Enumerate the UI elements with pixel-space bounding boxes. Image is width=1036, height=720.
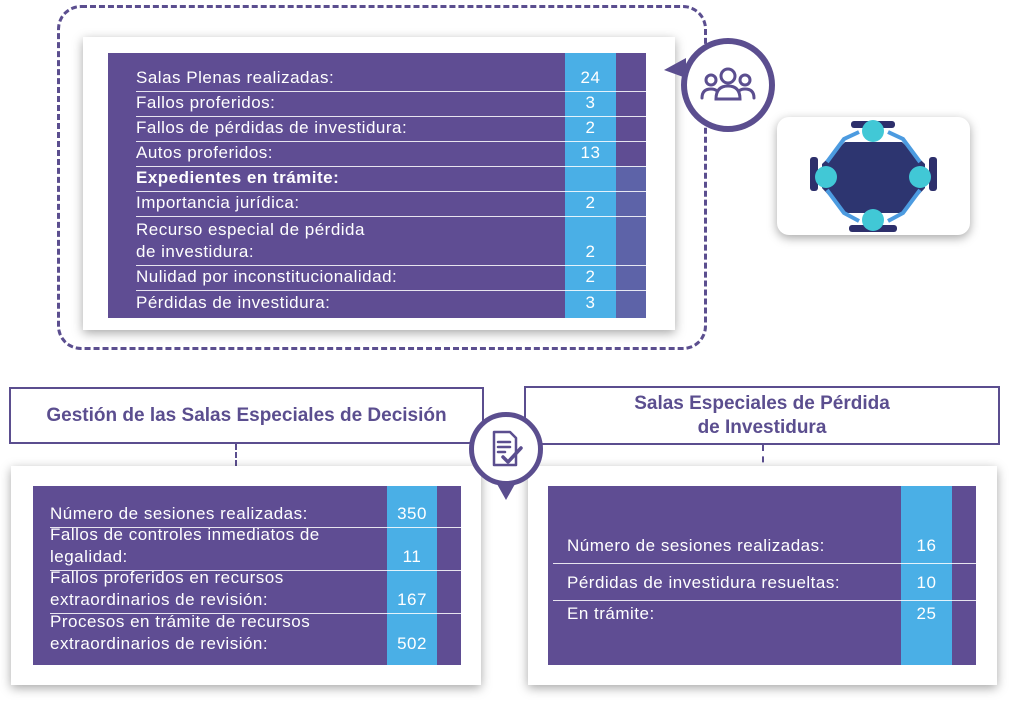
right-row-0: Número de sesiones realizadas: 16	[553, 527, 976, 564]
right-section-title: Salas Especiales de Pérdida de Investidu…	[524, 386, 1000, 445]
top-row-6: Recurso especial de pérdida de investidu…	[136, 217, 646, 266]
top-row-4: Expedientes en trámite:	[136, 167, 646, 192]
people-badge	[664, 58, 686, 78]
left-section-title: Gestión de las Salas Especiales de Decis…	[9, 387, 484, 444]
left-row-1: Fallos de controles inmediatos de legali…	[50, 525, 461, 571]
right-row-1: Pérdidas de investidura resueltas: 10	[553, 564, 976, 601]
top-row-3: Autos proferidos: 13	[136, 142, 646, 167]
people-group-icon	[681, 38, 775, 132]
right-panel: Número de sesiones realizadas: 16 Pérdid…	[548, 486, 976, 665]
top-row-1: Fallos proferidos: 3	[136, 92, 646, 117]
meeting-table-icon	[810, 120, 937, 232]
left-card: Número de sesiones realizadas: 350 Fallo…	[11, 466, 481, 685]
top-row-5: Importancia jurídica: 2	[136, 192, 646, 217]
top-panel: Salas Plenas realizadas: 24 Fallos profe…	[108, 53, 646, 318]
top-card: Salas Plenas realizadas: 24 Fallos profe…	[83, 37, 675, 330]
top-row-2: Fallos de pérdidas de investidura: 2	[136, 117, 646, 142]
left-row-3: Procesos en trámite de recursos extraord…	[50, 612, 427, 653]
document-badge-pointer	[497, 484, 515, 502]
top-row-0: Salas Plenas realizadas: 24	[136, 67, 646, 92]
right-card: Número de sesiones realizadas: 16 Pérdid…	[528, 466, 997, 685]
top-row-8: Pérdidas de investidura: 3	[136, 293, 596, 312]
left-panel: Número de sesiones realizadas: 350 Fallo…	[33, 486, 461, 665]
dashed-frame	[57, 5, 707, 350]
meeting-card	[777, 117, 970, 235]
right-row-2: En trámite: 25	[567, 604, 937, 623]
left-row-0: Número de sesiones realizadas: 350	[50, 503, 461, 528]
top-row-7: Nulidad por inconstitucionalidad: 2	[136, 266, 646, 291]
document-check-icon	[469, 412, 543, 486]
left-row-2: Fallos proferidos en recursos extraordin…	[50, 568, 461, 614]
